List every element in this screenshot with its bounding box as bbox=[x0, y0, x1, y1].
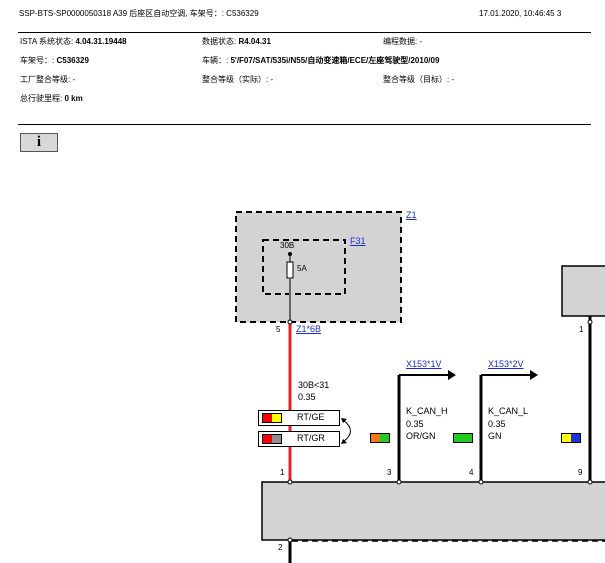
can-l-size: 0.35 bbox=[488, 419, 506, 429]
pin-9-label: 9 bbox=[578, 468, 583, 477]
can-l-name: K_CAN_L bbox=[488, 406, 529, 416]
data-status: 数据状态: R4.04.31 bbox=[202, 37, 271, 47]
connector-x153-1v-link[interactable]: X153*1V bbox=[406, 359, 442, 369]
info-rule bbox=[18, 124, 591, 125]
fuse-rating-label: 5A bbox=[297, 264, 307, 273]
target-integration-level: 整合等级（目标）: - bbox=[383, 75, 455, 84]
swatch-rtgr-label: RT/GR bbox=[297, 433, 325, 443]
vin-value: C536329 bbox=[56, 56, 89, 65]
pin-1-dot bbox=[287, 479, 293, 485]
fuse-symbol bbox=[286, 261, 294, 279]
f31-link[interactable]: F31 bbox=[350, 236, 366, 246]
vehicle: 车辆：: 5'/F07/SAT/535i/N55/自动变速箱/ECE/左座驾驶型… bbox=[202, 56, 439, 66]
swatch-rtgr bbox=[262, 434, 282, 444]
can-h-size: 0.35 bbox=[406, 419, 424, 429]
pin-5-label: 5 bbox=[276, 325, 281, 334]
swatch-gn bbox=[453, 433, 473, 443]
ista-status-value: 4.04.31.19448 bbox=[75, 37, 127, 46]
pin-3-dot bbox=[396, 479, 402, 485]
wire-red-size: 0.35 bbox=[298, 392, 316, 402]
right-module-box bbox=[561, 265, 605, 317]
f31-fuse-box bbox=[262, 239, 346, 295]
swatch-rtge bbox=[262, 413, 282, 423]
can-h-arrow-head bbox=[448, 370, 456, 380]
z1-link[interactable]: Z1 bbox=[406, 210, 417, 220]
pin-1-right-label: 1 bbox=[579, 325, 584, 334]
document-title: SSP-BTS-SP0000050318 A39 后座区自动空调, 车架号：: … bbox=[19, 9, 259, 18]
wire-red-name: 30B<31 bbox=[298, 380, 330, 390]
swap-arrow-head-top bbox=[341, 418, 347, 423]
factory-integration-level: 工厂整合等级: - bbox=[20, 75, 76, 84]
swatch-yellow-blue bbox=[561, 433, 581, 443]
pin-9-dot bbox=[587, 479, 593, 485]
header-rule bbox=[18, 32, 591, 33]
connector-z1-6b-link[interactable]: Z1*6B bbox=[296, 324, 322, 334]
swatch-orgn bbox=[370, 433, 390, 443]
bottom-module-box bbox=[261, 481, 605, 541]
data-status-value: R4.04.31 bbox=[238, 37, 271, 46]
z1-module-box bbox=[235, 211, 402, 323]
actual-integration-level: 整合等级（实际）: - bbox=[202, 75, 274, 84]
mileage-value: 0 km bbox=[64, 94, 83, 103]
swatch-rtge-label: RT/GE bbox=[297, 412, 325, 422]
vin-label: 车架号：: bbox=[20, 56, 55, 65]
can-l-arrow-head bbox=[530, 370, 538, 380]
vehicle-label: 车辆：: bbox=[202, 56, 229, 65]
mileage: 总行驶里程: 0 km bbox=[20, 94, 83, 104]
right-module-pin bbox=[587, 319, 593, 325]
swap-arrow bbox=[342, 419, 351, 443]
vehicle-value: 5'/F07/SAT/535i/N55/自动变速箱/ECE/左座驾驶型/2010… bbox=[230, 56, 440, 65]
ista-status-label: ISTA 系统状态: bbox=[20, 37, 74, 46]
can-l-color: GN bbox=[488, 431, 502, 441]
date-page: 17.01.2020, 10:46:45 3 bbox=[479, 9, 562, 18]
vin: 车架号：: C536329 bbox=[20, 56, 89, 66]
connector-x153-2v-link[interactable]: X153*2V bbox=[488, 359, 524, 369]
ista-status: ISTA 系统状态: 4.04.31.19448 bbox=[20, 37, 127, 47]
pin-3-label: 3 bbox=[387, 468, 392, 477]
swap-arrow-head-bottom bbox=[341, 439, 347, 444]
pin-2-dot bbox=[287, 537, 293, 543]
pin-1-label: 1 bbox=[280, 468, 285, 477]
can-h-color: OR/GN bbox=[406, 431, 436, 441]
pin-2-label: 2 bbox=[278, 543, 283, 552]
mileage-label: 总行驶里程: bbox=[20, 94, 63, 103]
pin-5-dot bbox=[287, 319, 293, 325]
info-icon: i bbox=[36, 134, 42, 150]
can-h-name: K_CAN_H bbox=[406, 406, 448, 416]
programming-data: 编程数据: - bbox=[383, 37, 423, 46]
info-button[interactable]: i bbox=[20, 133, 58, 152]
pin-4-label: 4 bbox=[469, 468, 474, 477]
data-status-label: 数据状态: bbox=[202, 37, 237, 46]
fuse-30b-label: 30B bbox=[280, 241, 295, 250]
pin-4-dot bbox=[478, 479, 484, 485]
